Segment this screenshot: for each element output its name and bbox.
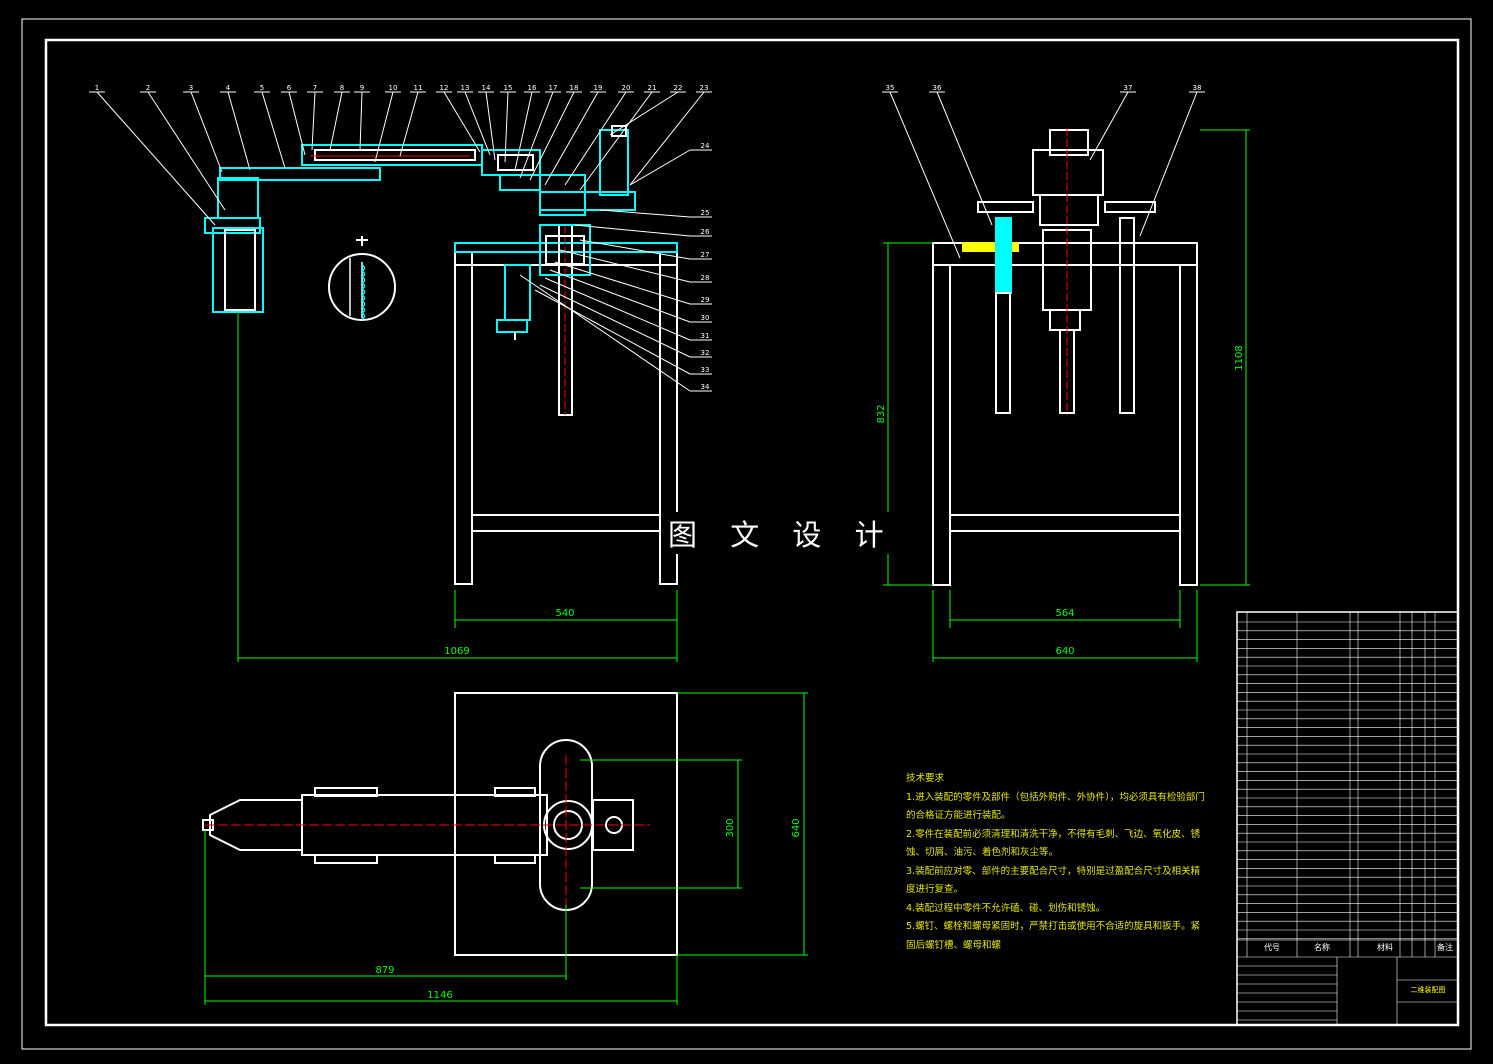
part-number-label: 7: [313, 84, 317, 92]
technical-requirements: 技术要求 1.进入装配的零件及部件（包括外购件、外协件），均必须具有检验部门的合…: [906, 770, 1206, 955]
watermark: 图 文 设 计: [664, 512, 900, 554]
part-number-label: 8: [340, 84, 344, 92]
part-number-label: 13: [461, 84, 470, 92]
part-number-label: 33: [701, 366, 710, 374]
part-number-label: 35: [886, 84, 895, 92]
part-number-label: 30: [701, 314, 710, 322]
tech-note-2: 2.零件在装配前必须清理和清洗干净，不得有毛刺、飞边、氧化皮、锈蚀、切屑、油污、…: [906, 828, 1201, 859]
dim-top-879: 879: [375, 965, 394, 976]
dim-top-640: 640: [791, 818, 802, 837]
front-dimensions: [237, 312, 678, 662]
part-number-label: 27: [701, 251, 710, 259]
tb-col-material: 材料: [1377, 942, 1393, 952]
tech-note-1: 1.进入装配的零件及部件（包括外购件、外协件），均必须具有检验部门的合格证方能进…: [906, 791, 1205, 822]
leader-lines-side: [882, 91, 1205, 259]
part-number-label: 37: [1124, 84, 1133, 92]
outer-frame: [21, 18, 1472, 1050]
part-number-label: 9: [360, 84, 364, 92]
part-number-label: 1: [95, 84, 99, 92]
part-number-label: 21: [648, 84, 657, 92]
dim-top-1146: 1146: [427, 990, 452, 1001]
part-number-label: 19: [594, 84, 603, 92]
part-number-label: 11: [414, 84, 423, 92]
leader-lines-top: [89, 91, 712, 226]
tb-drawing-name: 二维装配图: [1411, 985, 1446, 994]
part-number-label: 28: [701, 274, 710, 282]
part-number-label: 32: [701, 349, 710, 357]
part-number-label: 6: [287, 84, 292, 92]
dim-side-1108: 1108: [1234, 345, 1245, 370]
part-number-label: 31: [701, 332, 710, 340]
dim-side-640: 640: [1055, 646, 1074, 657]
leader-lines-right: [519, 149, 712, 392]
part-number-label: 5: [260, 84, 264, 92]
part-number-label: 3: [189, 84, 193, 92]
part-number-label: 20: [622, 84, 631, 92]
parts-list-grid: [1237, 612, 1458, 1025]
dim-front-1069: 1069: [444, 646, 469, 657]
part-number-label: 15: [504, 84, 513, 92]
title-block: [1236, 611, 1459, 1026]
part-number-label: 38: [1193, 84, 1202, 92]
front-view: [204, 125, 678, 585]
tb-col-remark: 备注: [1437, 942, 1453, 952]
part-number-label: 29: [701, 296, 710, 304]
part-number-label: 22: [674, 84, 683, 92]
dim-side-832: 832: [876, 404, 887, 423]
inner-frame: [44, 38, 1460, 1027]
tech-note-3: 3.装配前应对零、部件的主要配合尺寸，特别是过盈配合尺寸及相关精度进行复查。: [906, 865, 1201, 896]
part-number-label: 17: [549, 84, 558, 92]
tech-notes-title: 技术要求: [906, 773, 945, 784]
part-labels-right: 24 25 26 27 28 29 30 31 32 33 34: [701, 142, 710, 391]
tb-col-name: 名称: [1314, 942, 1330, 952]
side-view: [932, 128, 1198, 586]
top-view: [202, 692, 678, 956]
part-number-label: 16: [528, 84, 537, 92]
part-number-label: 14: [482, 84, 491, 92]
dim-side-564: 564: [1055, 608, 1074, 619]
part-number-label: 12: [440, 84, 449, 92]
part-number-label: 2: [146, 84, 150, 92]
top-dimensions: [204, 692, 808, 1005]
part-number-label: 18: [570, 84, 579, 92]
part-number-label: 26: [701, 228, 710, 236]
part-number-label: 34: [701, 383, 710, 391]
part-number-label: 25: [701, 209, 710, 217]
tb-col-code: 代号: [1264, 942, 1280, 952]
part-number-label: 24: [701, 142, 710, 150]
tech-note-5: 5.螺钉、螺栓和螺母紧固时，严禁打击或使用不合适的旋具和扳手。紧固后螺钉槽、螺母…: [906, 921, 1201, 951]
part-number-label: 36: [933, 84, 942, 92]
part-labels-side: 35 36 37 38: [886, 84, 1202, 92]
part-number-label: 10: [389, 84, 398, 92]
part-number-label: 4: [226, 84, 231, 92]
dim-front-540: 540: [555, 608, 574, 619]
dim-top-300: 300: [725, 818, 736, 837]
part-number-label: 23: [700, 84, 709, 92]
tech-note-4: 4.装配过程中零件不允许磕、碰、划伤和锈蚀。: [906, 902, 1106, 914]
